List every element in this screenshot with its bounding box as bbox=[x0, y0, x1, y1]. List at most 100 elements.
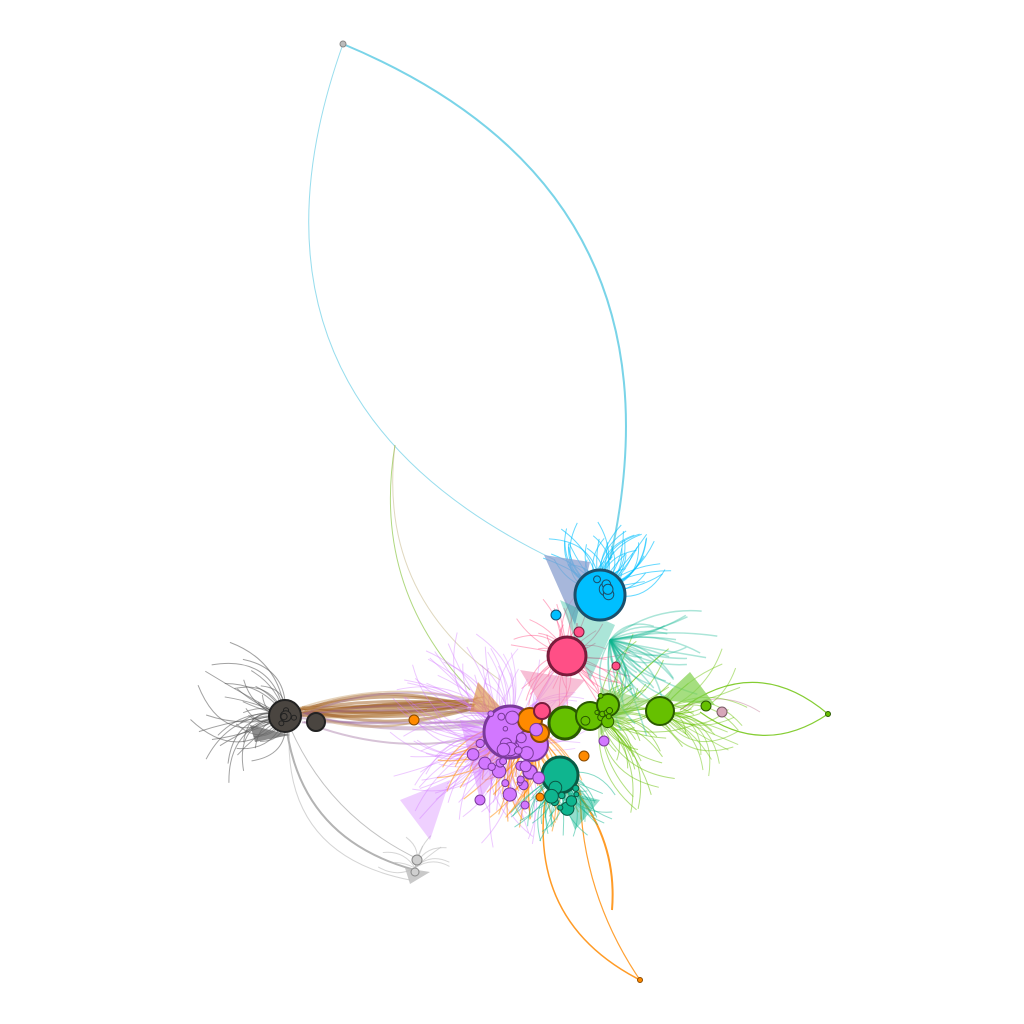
graph-node bbox=[605, 713, 612, 720]
graph-edge bbox=[609, 639, 651, 685]
graph-node bbox=[499, 757, 508, 766]
graph-node bbox=[408, 714, 420, 726]
graph-node bbox=[602, 583, 614, 595]
graph-edge bbox=[609, 639, 642, 668]
graph-edge bbox=[609, 630, 668, 641]
graph-node bbox=[546, 635, 588, 677]
graph-edge bbox=[609, 639, 628, 677]
graph-edge bbox=[609, 639, 642, 658]
graph-node bbox=[519, 760, 532, 773]
graph-node bbox=[597, 692, 604, 699]
graph-node bbox=[532, 771, 546, 785]
graph-node bbox=[474, 794, 486, 806]
graph-edge bbox=[609, 616, 688, 641]
arrowhead bbox=[470, 682, 505, 712]
graph-node bbox=[716, 706, 728, 718]
graph-node bbox=[487, 710, 495, 718]
graph-node bbox=[572, 784, 580, 792]
graph-node bbox=[557, 804, 564, 811]
graph-node bbox=[611, 661, 621, 671]
graph-edge bbox=[300, 690, 483, 709]
graph-node bbox=[565, 795, 578, 807]
graph-node bbox=[339, 40, 347, 48]
graph-node bbox=[593, 575, 601, 584]
graph-edge bbox=[609, 639, 655, 689]
graph-node bbox=[535, 792, 545, 802]
graph-edge bbox=[308, 43, 556, 561]
graph-edge bbox=[284, 714, 421, 861]
graph-node bbox=[475, 738, 485, 749]
graph-node bbox=[605, 707, 614, 715]
graph-node bbox=[598, 735, 610, 747]
graph-edge bbox=[609, 639, 640, 701]
graph-node bbox=[515, 732, 527, 744]
graph-node bbox=[513, 746, 523, 755]
graph-node bbox=[520, 800, 530, 810]
graph-edge bbox=[699, 711, 829, 736]
graph-edge bbox=[609, 639, 666, 682]
graph-node bbox=[505, 710, 520, 725]
graph-edge bbox=[299, 703, 477, 716]
graph-edge bbox=[389, 444, 471, 691]
graph-node bbox=[544, 788, 559, 804]
edge-layer bbox=[190, 43, 829, 981]
graph-node bbox=[573, 626, 585, 638]
graph-edge bbox=[609, 614, 687, 641]
graph-node bbox=[573, 568, 627, 622]
graph-edge bbox=[394, 861, 416, 869]
graph-edge bbox=[414, 861, 450, 869]
graph-node bbox=[466, 748, 480, 761]
arrowhead bbox=[660, 672, 715, 705]
graph-edge bbox=[304, 696, 485, 711]
graph-edge bbox=[609, 639, 637, 699]
graph-edge bbox=[609, 639, 687, 666]
graph-edge bbox=[342, 43, 627, 561]
graph-edge bbox=[609, 639, 674, 679]
graph-edge bbox=[609, 636, 701, 654]
graph-node bbox=[637, 977, 643, 983]
arrowhead bbox=[400, 780, 450, 840]
graph-edge bbox=[609, 639, 670, 658]
graph-edge bbox=[298, 695, 469, 712]
graph-node bbox=[280, 712, 288, 721]
graph-edge bbox=[609, 623, 655, 641]
graph-edge bbox=[609, 636, 677, 641]
graph-edge bbox=[609, 624, 665, 641]
graph-edge bbox=[609, 609, 702, 641]
graph-edge bbox=[288, 719, 411, 881]
graph-edge bbox=[382, 851, 416, 869]
graph-node bbox=[700, 700, 712, 712]
arrowhead bbox=[250, 725, 290, 742]
graph-node bbox=[645, 696, 675, 726]
graph-edge bbox=[542, 799, 641, 981]
graph-edge bbox=[609, 639, 675, 680]
graph-node bbox=[519, 746, 534, 761]
graph-node bbox=[496, 742, 511, 757]
graph-node bbox=[290, 714, 297, 721]
graph-edge bbox=[609, 639, 638, 674]
graph-node bbox=[410, 867, 420, 877]
graph-node bbox=[529, 722, 543, 737]
graph-node bbox=[502, 726, 509, 732]
graph-edge bbox=[679, 698, 761, 713]
graph-node bbox=[594, 709, 600, 716]
arrowhead bbox=[520, 670, 585, 720]
graph-node bbox=[573, 791, 580, 798]
graph-node bbox=[306, 712, 326, 732]
graph-node bbox=[497, 712, 506, 721]
graph-edge bbox=[609, 639, 648, 737]
graph-node bbox=[578, 750, 590, 762]
graph-edge bbox=[609, 639, 688, 660]
graph-edge bbox=[609, 639, 632, 691]
graph-edge bbox=[609, 639, 670, 699]
graph-node bbox=[516, 775, 525, 784]
graph-edge bbox=[303, 703, 472, 715]
graph-edge bbox=[607, 639, 636, 725]
graph-edge bbox=[609, 639, 707, 659]
graph-node bbox=[550, 609, 562, 621]
graph-edge bbox=[609, 632, 718, 641]
graph-node bbox=[558, 791, 566, 800]
graph-node bbox=[278, 720, 285, 727]
